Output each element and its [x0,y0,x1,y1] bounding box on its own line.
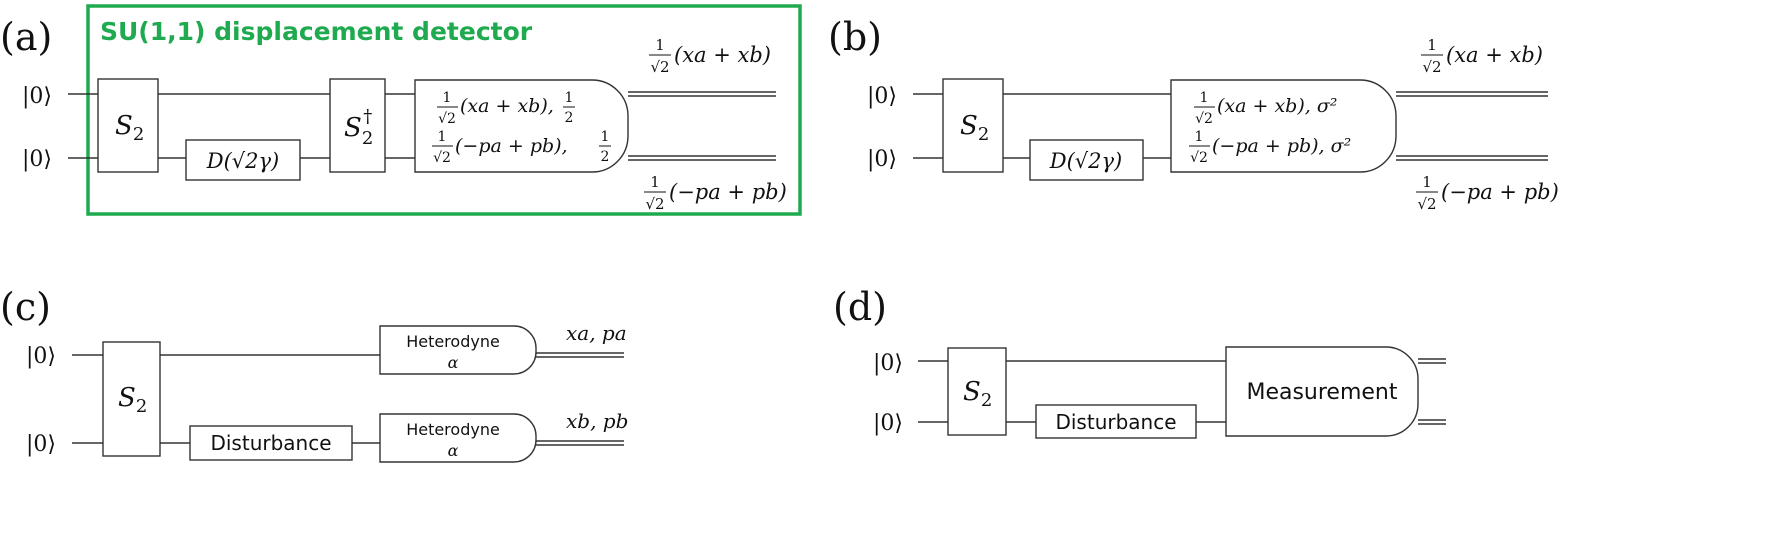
svg-text:(xa + xb): (xa + xb) [674,43,771,67]
squeezer-gate [942,78,1004,173]
svg-text:(−pa + pb): (−pa + pb) [669,180,787,204]
disturbance-box [1035,404,1197,439]
output-bottom-label: 1 √2 (−pa + pb) [1416,173,1559,213]
svg-text:(−pa + pb), σ²: (−pa + pb), σ² [1212,135,1351,157]
svg-text:√2: √2 [1195,111,1213,127]
squeezer-gate [102,341,161,457]
svg-text:1: 1 [601,129,610,145]
svg-text:√2: √2 [650,58,669,76]
output-top-label: 1 √2 (xa + xb) [1421,36,1543,76]
panel-a-title: SU(1,1) displacement detector [100,17,533,46]
heterodyne-bottom-label: Heterodyne [406,420,500,439]
heterodyne-detector-top [379,325,537,375]
svg-text:(xa + xb),: (xa + xb), [460,95,554,117]
panel-b: (b) |0⟩ |0⟩ S2 D(√2γ) 1 √2 (xa + xb), σ²… [828,15,1559,213]
measurement-box [1225,346,1419,437]
svg-text:√2: √2 [433,150,451,166]
panel-d: (d) |0⟩ |0⟩ S2 Disturbance Measurement [833,285,1446,439]
panel-c: (c) |0⟩ |0⟩ S2 Disturbance Heterodyne α … [0,285,628,463]
panel-d-input-bottom: |0⟩ [873,411,903,436]
measurement-line-1: 1 √2 (xa + xb), σ² [1194,90,1337,127]
svg-text:2: 2 [565,110,574,126]
panel-c-label: (c) [0,285,51,329]
output-bottom-label: xb, pb [566,409,628,433]
displacement-gate [185,139,301,181]
svg-text:1: 1 [655,36,665,54]
svg-text:(xa + xb): (xa + xb) [1446,43,1543,67]
measurement-line-2: 1 √2 (−pa + pb), 1 2 [432,129,611,166]
panel-b-input-top: |0⟩ [867,84,897,109]
svg-text:(−pa + pb): (−pa + pb) [1441,180,1559,204]
measurement-line-1: 1 √2 (xa + xb), 1 2 [437,90,575,127]
panel-a-input-bottom: |0⟩ [22,147,52,172]
measurement-box [1170,79,1397,173]
squeezer-gate [97,78,159,173]
output-bottom-label: 1 √2 (−pa + pb) [644,173,787,213]
svg-text:(−pa + pb),: (−pa + pb), [455,135,568,157]
squeezer-label: S2 [115,111,144,145]
panel-c-input-top: |0⟩ [26,344,56,369]
svg-text:1: 1 [565,90,574,106]
disturbance-label: Disturbance [210,431,331,455]
measurement-box [414,79,629,173]
svg-text:(xa + xb), σ²: (xa + xb), σ² [1217,95,1337,117]
squeezer-label: S2 [960,111,989,145]
output-top-label: 1 √2 (xa + xb) [649,36,771,76]
measurement-label: Measurement [1246,380,1397,405]
svg-text:√2: √2 [645,195,664,213]
svg-text:1: 1 [1200,90,1209,106]
squeezer-label: S2 [963,377,992,411]
svg-text:1: 1 [1427,36,1437,54]
svg-text:√2: √2 [1417,195,1436,213]
panel-a-label: (a) [0,15,52,59]
panel-d-input-top: |0⟩ [873,351,903,376]
output-top-label: xa, pa [566,321,627,345]
panel-d-label: (d) [833,285,887,329]
svg-text:2: 2 [601,149,610,165]
svg-text:1: 1 [1422,173,1432,191]
svg-text:√2: √2 [1422,58,1441,76]
displacement-label: D(√2γ) [1049,149,1123,173]
displacement-gate [1029,139,1144,181]
panel-b-input-bottom: |0⟩ [867,147,897,172]
displacement-label: D(√2γ) [206,149,280,173]
svg-text:1: 1 [650,173,660,191]
squeezer-label: S2 [118,383,147,417]
panel-c-input-bottom: |0⟩ [26,432,56,457]
svg-text:√2: √2 [1190,150,1208,166]
unsqueezer-label: S2† [344,106,373,149]
unsqueezer-gate [329,78,386,173]
panel-b-label: (b) [828,15,882,59]
heterodyne-top-label: Heterodyne [406,332,500,351]
svg-text:√2: √2 [438,111,456,127]
svg-text:1: 1 [1195,129,1204,145]
disturbance-box [189,425,353,461]
squeezer-gate [947,347,1007,436]
svg-text:1: 1 [443,90,452,106]
heterodyne-top-param: α [448,353,459,372]
disturbance-label: Disturbance [1055,410,1176,434]
panel-a: (a) SU(1,1) displacement detector |0⟩ |0… [0,4,802,216]
heterodyne-detector-bottom [379,413,537,463]
measurement-line-2: 1 √2 (−pa + pb), σ² [1189,129,1351,166]
detector-highlight-box [86,4,802,216]
panel-a-input-top: |0⟩ [22,84,52,109]
heterodyne-bottom-param: α [448,441,459,460]
svg-text:1: 1 [438,129,447,145]
